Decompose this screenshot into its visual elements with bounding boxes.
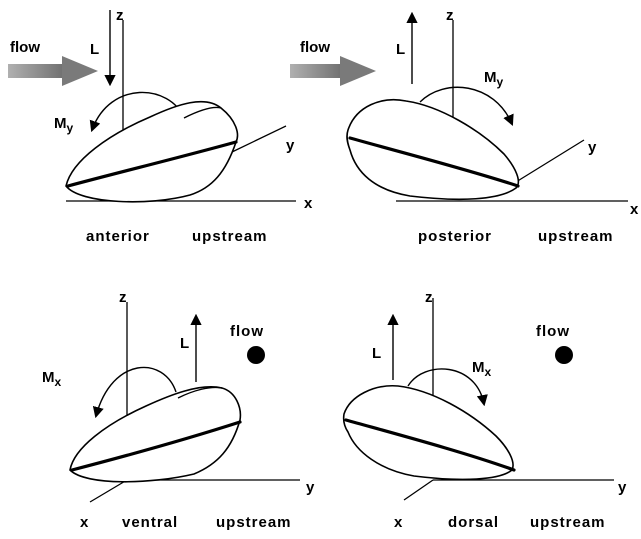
panel-dorsal-upstream: z L flow Mx y x dorsal upstream	[342, 289, 627, 531]
x-axis-label: x	[630, 201, 639, 218]
panel-posterior-upstream: flow z L My x y posterior upstream	[290, 7, 639, 245]
y-axis	[515, 139, 585, 183]
caption-upstream: upstream	[216, 514, 292, 531]
body-shape	[65, 100, 239, 203]
x-axis-label: x	[304, 195, 313, 212]
moment-label: Mx	[472, 359, 492, 379]
lift-label: L	[372, 345, 381, 362]
flow-label: flow	[300, 39, 330, 56]
caption-upstream: upstream	[530, 514, 606, 531]
y-axis-label: y	[588, 139, 597, 156]
moment-arc	[92, 366, 177, 419]
moment-label: My	[484, 69, 504, 89]
flow-arrow-icon	[290, 56, 376, 86]
caption-orientation: posterior	[418, 228, 492, 245]
moment-label: My	[54, 115, 74, 135]
caption-orientation: ventral	[122, 514, 178, 531]
body-shape	[69, 386, 242, 483]
lift-label: L	[180, 335, 189, 352]
flow-out-of-page-icon	[555, 346, 573, 364]
y-axis-label: y	[306, 479, 315, 496]
body-shape	[346, 99, 520, 201]
x-axis-label: x	[394, 514, 403, 531]
lift-label: L	[396, 41, 405, 58]
caption-orientation: anterior	[86, 228, 150, 245]
caption-upstream: upstream	[538, 228, 614, 245]
caption-orientation: dorsal	[448, 514, 499, 531]
flow-arrow-icon	[8, 56, 98, 86]
y-axis-label: y	[286, 137, 295, 154]
x-axis-label: x	[80, 514, 89, 531]
panel-ventral-upstream: z L flow Mx y x ventral upstream	[42, 289, 315, 531]
moment-label: Mx	[42, 369, 62, 389]
z-axis-label: z	[446, 7, 454, 24]
moment-arc	[419, 86, 514, 127]
lift-label: L	[90, 41, 99, 58]
y-axis	[231, 125, 287, 153]
flow-label: flow	[230, 323, 264, 340]
flow-label: flow	[536, 323, 570, 340]
flow-out-of-page-icon	[247, 346, 265, 364]
x-axis	[403, 479, 434, 501]
moment-arc	[407, 368, 488, 407]
y-axis-label: y	[618, 479, 627, 496]
flow-label: flow	[10, 39, 40, 56]
z-axis-label: z	[116, 7, 124, 24]
z-axis-label: z	[119, 289, 127, 306]
body-shape	[342, 385, 516, 481]
x-axis	[89, 479, 128, 503]
panel-anterior-upstream: flow z L My x y anterior upstream	[8, 7, 313, 245]
z-axis-label: z	[425, 289, 433, 306]
caption-upstream: upstream	[192, 228, 268, 245]
